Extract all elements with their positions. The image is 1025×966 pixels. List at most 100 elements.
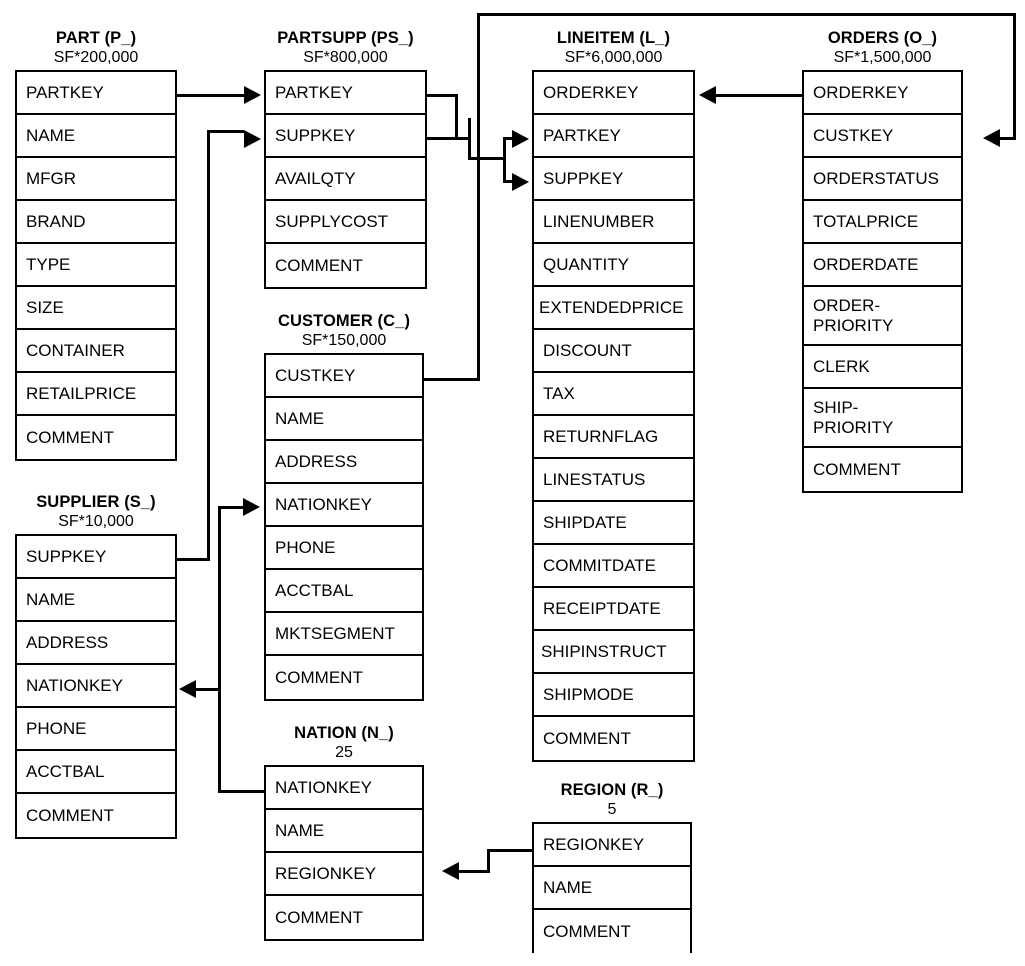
- field-orders-orderpriority: ORDER- PRIORITY: [804, 287, 961, 346]
- field-nation-comment: COMMENT: [266, 896, 422, 939]
- field-orders-comment: COMMENT: [804, 448, 961, 491]
- connector-partsupp-lineitem-trunk-out: [468, 157, 505, 160]
- entity-region-cardinality: 5: [607, 801, 617, 818]
- field-part-comment: COMMENT: [17, 416, 175, 459]
- field-lineitem-tax: TAX: [534, 373, 693, 416]
- entity-customer-box: CUSTKEY NAME ADDRESS NATIONKEY PHONE ACC…: [264, 353, 424, 701]
- entity-region-box: REGIONKEY NAME COMMENT: [532, 822, 692, 953]
- field-lineitem-commitdate: COMMITDATE: [534, 545, 693, 588]
- entity-partsupp-box: PARTKEY SUPPKEY AVAILQTY SUPPLYCOST COMM…: [264, 70, 427, 289]
- field-orders-orderkey: ORDERKEY: [804, 72, 961, 115]
- connector-region-nation-seg1: [487, 849, 532, 852]
- field-part-mfgr: MFGR: [17, 158, 175, 201]
- entity-partsupp: PARTSUPP (PS_) SF*800,000 PARTKEY SUPPKE…: [264, 28, 427, 289]
- connector-orders-lineitem-line: [716, 94, 802, 97]
- connector-partsupp-lineitem-join: [455, 137, 470, 140]
- entity-customer-title: CUSTOMER (C_): [277, 312, 411, 330]
- field-part-partkey: PARTKEY: [17, 72, 175, 115]
- field-part-retailprice: RETAILPRICE: [17, 373, 175, 416]
- field-orders-orderstatus: ORDERSTATUS: [804, 158, 961, 201]
- connector-partsupp-lineitem-pk-stub: [427, 94, 458, 97]
- field-customer-address: ADDRESS: [266, 441, 422, 484]
- field-orders-clerk: CLERK: [804, 346, 961, 389]
- field-lineitem-returnflag: RETURNFLAG: [534, 416, 693, 459]
- connector-partsupp-lineitem-sk-in: [503, 180, 513, 183]
- connector-supplier-partsupp-seg1: [177, 558, 210, 561]
- field-part-container: CONTAINER: [17, 330, 175, 373]
- connector-region-nation-seg3: [459, 870, 489, 873]
- field-lineitem-shipinstruct: SHIPINSTRUCT: [534, 631, 693, 674]
- connector-supplier-partsupp-seg2: [207, 130, 210, 561]
- field-supplier-name: NAME: [17, 579, 175, 622]
- connector-supplier-partsupp-seg3: [207, 130, 244, 133]
- entity-orders-title: ORDERS (O_): [827, 29, 938, 47]
- entity-supplier-box: SUPPKEY NAME ADDRESS NATIONKEY PHONE ACC…: [15, 534, 177, 839]
- entity-supplier: SUPPLIER (S_) SF*10,000 SUPPKEY NAME ADD…: [15, 492, 177, 839]
- connector-nation-customer-arrow: [243, 498, 260, 516]
- entity-part-title: PART (P_): [55, 29, 137, 47]
- connector-partsupp-lineitem-sk-stub: [427, 137, 458, 140]
- field-supplier-phone: PHONE: [17, 708, 175, 751]
- field-lineitem-orderkey: ORDERKEY: [534, 72, 693, 115]
- connector-region-nation-arrow: [442, 862, 459, 880]
- connector-partsupp-lineitem-pk-arrow: [512, 130, 529, 148]
- entity-nation-box: NATIONKEY NAME REGIONKEY COMMENT: [264, 765, 424, 941]
- connector-part-partsupp-line: [177, 94, 244, 97]
- field-lineitem-shipdate: SHIPDATE: [534, 502, 693, 545]
- field-lineitem-partkey: PARTKEY: [534, 115, 693, 158]
- connector-partsupp-lineitem-split: [503, 137, 506, 182]
- field-lineitem-suppkey: SUPPKEY: [534, 158, 693, 201]
- entity-supplier-cardinality: SF*10,000: [58, 513, 134, 530]
- field-supplier-suppkey: SUPPKEY: [17, 536, 175, 579]
- field-region-name: NAME: [534, 867, 690, 910]
- field-lineitem-linestatus: LINESTATUS: [534, 459, 693, 502]
- field-customer-phone: PHONE: [266, 527, 422, 570]
- connector-nation-trunk-stub: [218, 790, 266, 793]
- field-customer-comment: COMMENT: [266, 656, 422, 699]
- field-nation-nationkey: NATIONKEY: [266, 767, 422, 810]
- entity-orders-cardinality: SF*1,500,000: [833, 49, 932, 66]
- entity-part-cardinality: SF*200,000: [53, 49, 139, 66]
- field-customer-name: NAME: [266, 398, 422, 441]
- entity-lineitem: LINEITEM (L_) SF*6,000,000 ORDERKEY PART…: [532, 28, 695, 762]
- connector-customer-orders-arrow: [983, 129, 1000, 147]
- connector-partsupp-lineitem-pk-in: [503, 137, 513, 140]
- field-customer-nationkey: NATIONKEY: [266, 484, 422, 527]
- connector-nation-trunk: [218, 506, 221, 793]
- field-supplier-acctbal: ACCTBAL: [17, 751, 175, 794]
- entity-region: REGION (R_) 5 REGIONKEY NAME COMMENT: [532, 780, 692, 953]
- field-nation-name: NAME: [266, 810, 422, 853]
- connector-nation-supplier-in: [196, 688, 220, 691]
- field-part-brand: BRAND: [17, 201, 175, 244]
- connector-orders-lineitem-arrow: [699, 86, 716, 104]
- field-part-size: SIZE: [17, 287, 175, 330]
- entity-lineitem-title: LINEITEM (L_): [556, 29, 671, 47]
- entity-part-box: PARTKEY NAME MFGR BRAND TYPE SIZE CONTAI…: [15, 70, 177, 461]
- field-lineitem-discount: DISCOUNT: [534, 330, 693, 373]
- entity-customer: CUSTOMER (C_) SF*150,000 CUSTKEY NAME AD…: [264, 311, 424, 701]
- entity-orders: ORDERS (O_) SF*1,500,000 ORDERKEY CUSTKE…: [802, 28, 963, 493]
- connector-part-partsupp-arrow: [244, 86, 261, 104]
- entity-lineitem-box: ORDERKEY PARTKEY SUPPKEY LINENUMBER QUAN…: [532, 70, 695, 762]
- entity-supplier-title: SUPPLIER (S_): [36, 493, 156, 511]
- connector-customer-orders-seg2: [477, 13, 480, 380]
- field-nation-regionkey: REGIONKEY: [266, 853, 422, 896]
- entity-nation-title: NATION (N_): [294, 724, 394, 742]
- entity-lineitem-cardinality: SF*6,000,000: [564, 49, 663, 66]
- field-region-comment: COMMENT: [534, 910, 690, 953]
- field-customer-acctbal: ACCTBAL: [266, 570, 422, 613]
- field-lineitem-shipmode: SHIPMODE: [534, 674, 693, 717]
- connector-supplier-partsupp-arrow: [244, 130, 261, 148]
- field-partsupp-suppkey: SUPPKEY: [266, 115, 425, 158]
- entity-partsupp-cardinality: SF*800,000: [303, 49, 388, 66]
- field-supplier-address: ADDRESS: [17, 622, 175, 665]
- field-supplier-comment: COMMENT: [17, 794, 175, 837]
- field-partsupp-supplycost: SUPPLYCOST: [266, 201, 425, 244]
- field-lineitem-extendedprice: EXTENDEDPRICE: [534, 287, 693, 330]
- field-partsupp-availqty: AVAILQTY: [266, 158, 425, 201]
- entity-part: PART (P_) SF*200,000 PARTKEY NAME MFGR B…: [15, 28, 177, 461]
- connector-partsupp-lineitem-pk-drop: [455, 94, 458, 139]
- field-lineitem-quantity: QUANTITY: [534, 244, 693, 287]
- connector-customer-orders-seg1: [424, 378, 480, 381]
